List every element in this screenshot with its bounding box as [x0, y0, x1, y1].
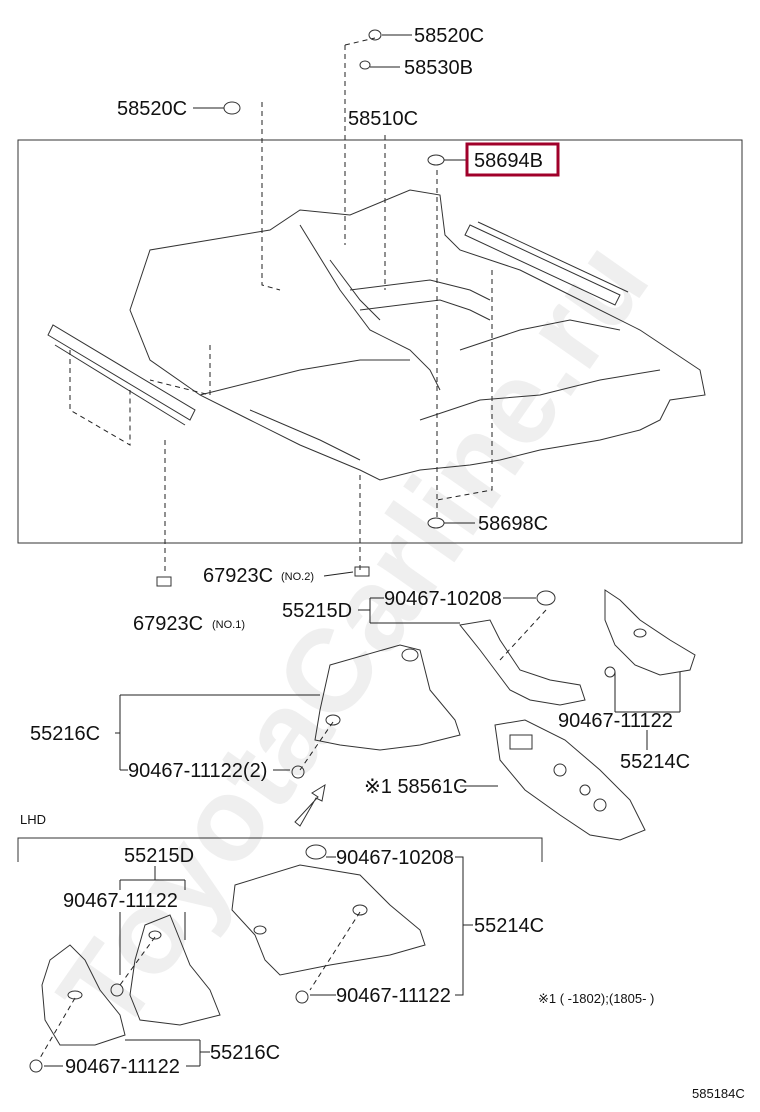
label-55216c: 55216C [30, 723, 100, 745]
clip-58530b-icon[interactable] [359, 60, 371, 70]
main-frame [17, 139, 743, 544]
label-58698c: 58698C [478, 513, 548, 535]
lhd-label-55214c: 55214C [474, 915, 544, 937]
label-58510c: 58510C [348, 108, 418, 130]
highlight-box-58694b [465, 142, 560, 177]
panel-55216c[interactable] [299, 644, 461, 771]
lhd-panel-55216c[interactable] [39, 944, 126, 1059]
bolt-right-icon[interactable] [604, 666, 616, 678]
clip-67923c-no1-icon[interactable] [156, 576, 172, 587]
footnote: ※1 ( -1802);(1805- ) [538, 991, 654, 1006]
label-67923c-no2-sub: (NO.2) [281, 571, 314, 583]
bolt-center-icon[interactable] [291, 765, 305, 779]
dashed-guides [149, 37, 493, 575]
clip-67923c-no2-icon[interactable] [354, 566, 370, 577]
lhd-frame [17, 837, 543, 862]
lhd-panel-55215d[interactable] [119, 914, 221, 1026]
label-67923c-no1: 67923C [133, 613, 203, 635]
panel-55215d[interactable] [459, 609, 586, 706]
direction-arrow-icon [294, 783, 326, 827]
lhd-bolt-b-icon[interactable] [295, 990, 309, 1004]
label-90467-10208: 90467-10208 [384, 588, 502, 610]
lhd-panel-55214c[interactable] [231, 844, 426, 991]
label-90467-11122-right: 90467-11122 [558, 710, 673, 732]
lhd-bolt-c-icon[interactable] [29, 1059, 43, 1073]
label-55215d: 55215D [282, 600, 352, 622]
label-58694b[interactable]: 58694B [474, 150, 543, 172]
lhd-label-55215d: 55215D [124, 845, 194, 867]
clip-58520c-left-icon[interactable] [223, 101, 241, 115]
lhd-label-90467-10208: 90467-10208 [336, 847, 454, 869]
watermark: ToyotaCarline.ru [33, 218, 674, 1055]
lhd-bolt-a-icon[interactable] [110, 983, 124, 997]
leader-lines-upper [193, 34, 475, 524]
panel-58561c[interactable] [494, 719, 646, 841]
left-sill-strip[interactable] [47, 324, 196, 446]
label-90467-11122-2: 90467-11122(2) [128, 760, 267, 782]
label-58530b: 58530B [404, 57, 473, 79]
right-sill-strip[interactable] [464, 221, 629, 306]
clip-58694b-icon[interactable] [427, 154, 445, 166]
panel-55214c[interactable] [604, 589, 696, 676]
lhd-label-90467-11122-b: 90467-11122 [336, 985, 451, 1007]
illustration-id: 585184C [692, 1086, 745, 1101]
label-58520c-top: 58520C [414, 25, 484, 47]
lhd-label-90467-11122-c: 90467-11122 [65, 1056, 180, 1078]
label-55214c: 55214C [620, 751, 690, 773]
floor-carpet[interactable] [129, 189, 706, 481]
bolt-90467-10208-icon[interactable] [536, 590, 556, 606]
label-67923c-no2: 67923C [203, 565, 273, 587]
label-67923c-no1-sub: (NO.1) [212, 619, 245, 631]
lhd-title: LHD [20, 812, 46, 827]
label-58520c-left: 58520C [117, 98, 187, 120]
lhd-label-55216c: 55216C [210, 1042, 280, 1064]
clip-58520c-top-icon[interactable] [368, 29, 382, 41]
label-58561c: ※1 58561C [364, 776, 468, 798]
lhd-label-90467-11122-a: 90467-11122 [63, 890, 178, 912]
